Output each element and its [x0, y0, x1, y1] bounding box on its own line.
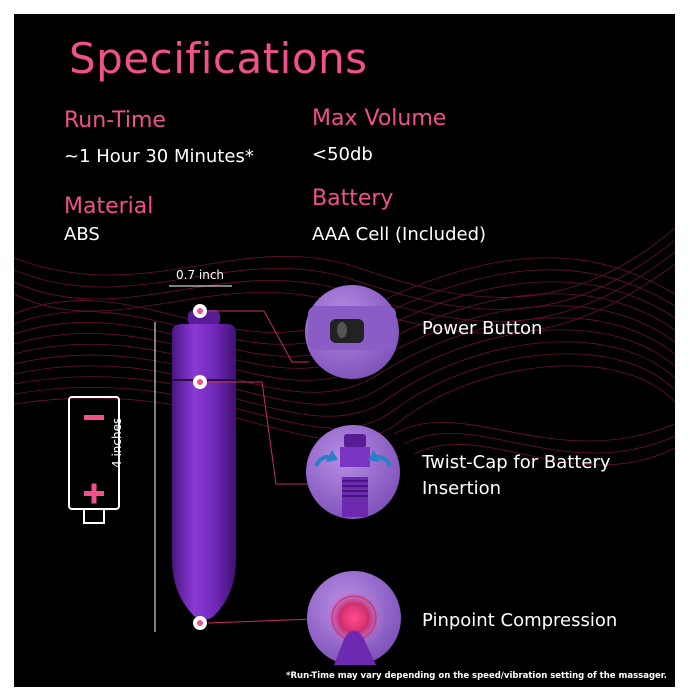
twist-cap-closeup	[306, 425, 400, 519]
power-button-closeup	[305, 285, 399, 379]
runtime-footnote: *Run-Time may vary depending on the spee…	[286, 671, 667, 681]
max-volume-value: <50db	[312, 144, 373, 165]
feature-twist-cap-line1: Twist-Cap for Battery	[422, 452, 611, 473]
marker-dots	[193, 304, 207, 630]
pinpoint-closeup	[307, 571, 401, 665]
height-dimension-label: 4 inches	[110, 417, 124, 468]
width-dimension-label: 0.7 inch	[176, 268, 225, 282]
battery-icon	[68, 396, 120, 524]
max-volume-label: Max Volume	[312, 106, 447, 131]
feature-pinpoint: Pinpoint Compression	[422, 610, 618, 631]
material-label: Material	[64, 194, 154, 219]
spec-panel: Specifications Run-Time ~1 Hour 30 Minut…	[14, 14, 675, 687]
material-value: ABS	[64, 224, 100, 245]
runtime-value: ~1 Hour 30 Minutes*	[64, 146, 254, 167]
product-diagram	[68, 285, 401, 665]
runtime-label: Run-Time	[64, 108, 166, 133]
feature-power-button: Power Button	[422, 318, 543, 339]
battery-value: AAA Cell (Included)	[312, 224, 487, 245]
feature-twist-cap-line2: Insertion	[422, 478, 502, 499]
page-title: Specifications	[69, 34, 368, 83]
battery-label: Battery	[312, 186, 394, 211]
bullet-vibrator-image	[172, 310, 236, 620]
